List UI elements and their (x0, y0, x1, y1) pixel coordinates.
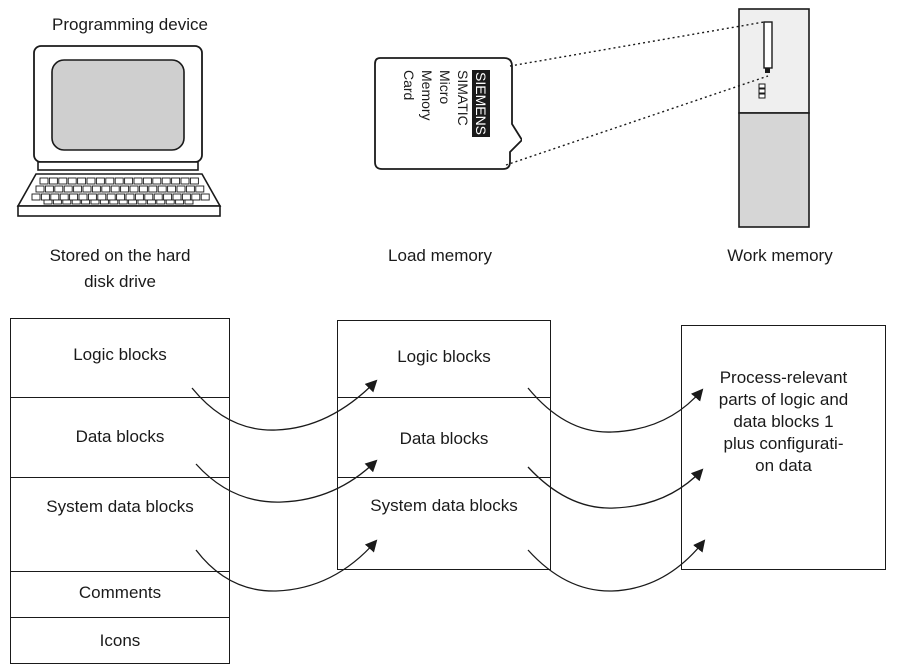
work-memory-column (681, 325, 886, 570)
keyboard-key (54, 185, 64, 193)
pg-cell-icons: Icons (11, 617, 229, 665)
keyboard-key (129, 185, 139, 193)
arrow-pg-sdb-to-load-sdb (195, 539, 378, 592)
card-line-card: Card (401, 70, 417, 101)
programming-device-column: Logic blocks Data blocks System data blo… (10, 318, 230, 664)
keyboard-key (146, 199, 156, 205)
keyboard-key (52, 199, 62, 205)
arrow-load-sdb-to-work (527, 539, 706, 592)
arrow-load-logic-to-work (527, 387, 704, 433)
programming-device-icon (16, 45, 222, 217)
pg-cell-system-data-blocks: System data blocks (11, 477, 229, 571)
keyboard-key (133, 177, 143, 185)
keyboard-key (43, 199, 53, 205)
keyboard-key (67, 177, 77, 185)
keyboard-key (63, 185, 73, 193)
keyboard-key (137, 199, 147, 205)
keyboard-key (148, 185, 158, 193)
arrow-pg-logic-to-load-logic (191, 379, 378, 431)
work-memory-label: Work memory (727, 246, 833, 265)
keyboard-key (99, 199, 109, 205)
keyboard-key (165, 199, 175, 205)
keyboard-key (90, 199, 100, 205)
stored-on-hard-disk-label: Stored on the hard disk drive (49, 246, 191, 291)
keyboard-key (58, 177, 68, 185)
keyboard-key (82, 185, 92, 193)
work-memory-contents: Process-relevant parts of logic and data… (718, 368, 849, 475)
keyboard-key (48, 177, 58, 185)
load-cell-data-blocks: Data blocks (338, 397, 550, 477)
keyboard-key (71, 199, 81, 205)
keyboard-key (39, 177, 49, 185)
keyboard-key (86, 177, 96, 185)
keyboard-key (142, 177, 152, 185)
card-line-siemens: SIEMENS (472, 70, 490, 138)
keyboard-key (128, 199, 138, 205)
keyboard-key (31, 193, 41, 201)
pg-cell-data-blocks: Data blocks (11, 397, 229, 477)
keyboard-key (138, 185, 148, 193)
keyboard-key (91, 185, 101, 193)
keyboard-key (161, 177, 171, 185)
keyboard-key (118, 199, 128, 205)
keyboard-key (101, 185, 111, 193)
load-cell-system-data-blocks: System data blocks (338, 477, 550, 571)
keyboard-key (73, 185, 83, 193)
card-line-simatic: SIMATIC (455, 70, 471, 126)
keyboard-key (114, 177, 124, 185)
arrow-load-data-to-work (527, 466, 704, 509)
load-memory-column: Logic blocks Data blocks System data blo… (337, 320, 551, 570)
arrow-pg-data-to-load-data (195, 459, 378, 503)
keyboard-key (81, 199, 91, 205)
keyboard-key (175, 199, 185, 205)
load-memory-label: Load memory (388, 246, 492, 265)
keyboard-key (184, 199, 194, 205)
load-cell-logic-blocks: Logic blocks (397, 347, 491, 366)
keyboard-key (120, 185, 130, 193)
card-to-cpu-dotted-top (509, 21, 765, 67)
pg-cell-comments: Comments (11, 571, 229, 617)
keyboard-key (195, 185, 205, 193)
keyboard-key (191, 193, 201, 201)
keyboard-key (124, 177, 134, 185)
keyboard-key (157, 185, 167, 193)
cpu-module-icon (738, 8, 810, 228)
keyboard-key (180, 177, 190, 185)
keyboard-key (152, 177, 162, 185)
keyboard-key (105, 177, 115, 185)
card-line-memory: Memory (419, 70, 435, 121)
keyboard-key (200, 193, 210, 201)
card-line-micro: Micro (437, 70, 453, 105)
keyboard-key (62, 199, 72, 205)
keyboard-key (156, 199, 166, 205)
keyboard-key (35, 185, 45, 193)
keyboard-key (109, 199, 119, 205)
keyboard-key (167, 185, 177, 193)
keyboard-key (189, 177, 199, 185)
keyboard-key (171, 177, 181, 185)
keyboard-key (185, 185, 195, 193)
keyboard-key (176, 185, 186, 193)
programming-device-label: Programming device (52, 15, 208, 34)
keyboard-key (110, 185, 120, 193)
keyboard-key (77, 177, 87, 185)
pg-cell-logic-blocks: Logic blocks (73, 345, 167, 364)
keyboard-key (44, 185, 54, 193)
keyboard-key (95, 177, 105, 185)
card-to-cpu-dotted-bottom (505, 75, 769, 166)
